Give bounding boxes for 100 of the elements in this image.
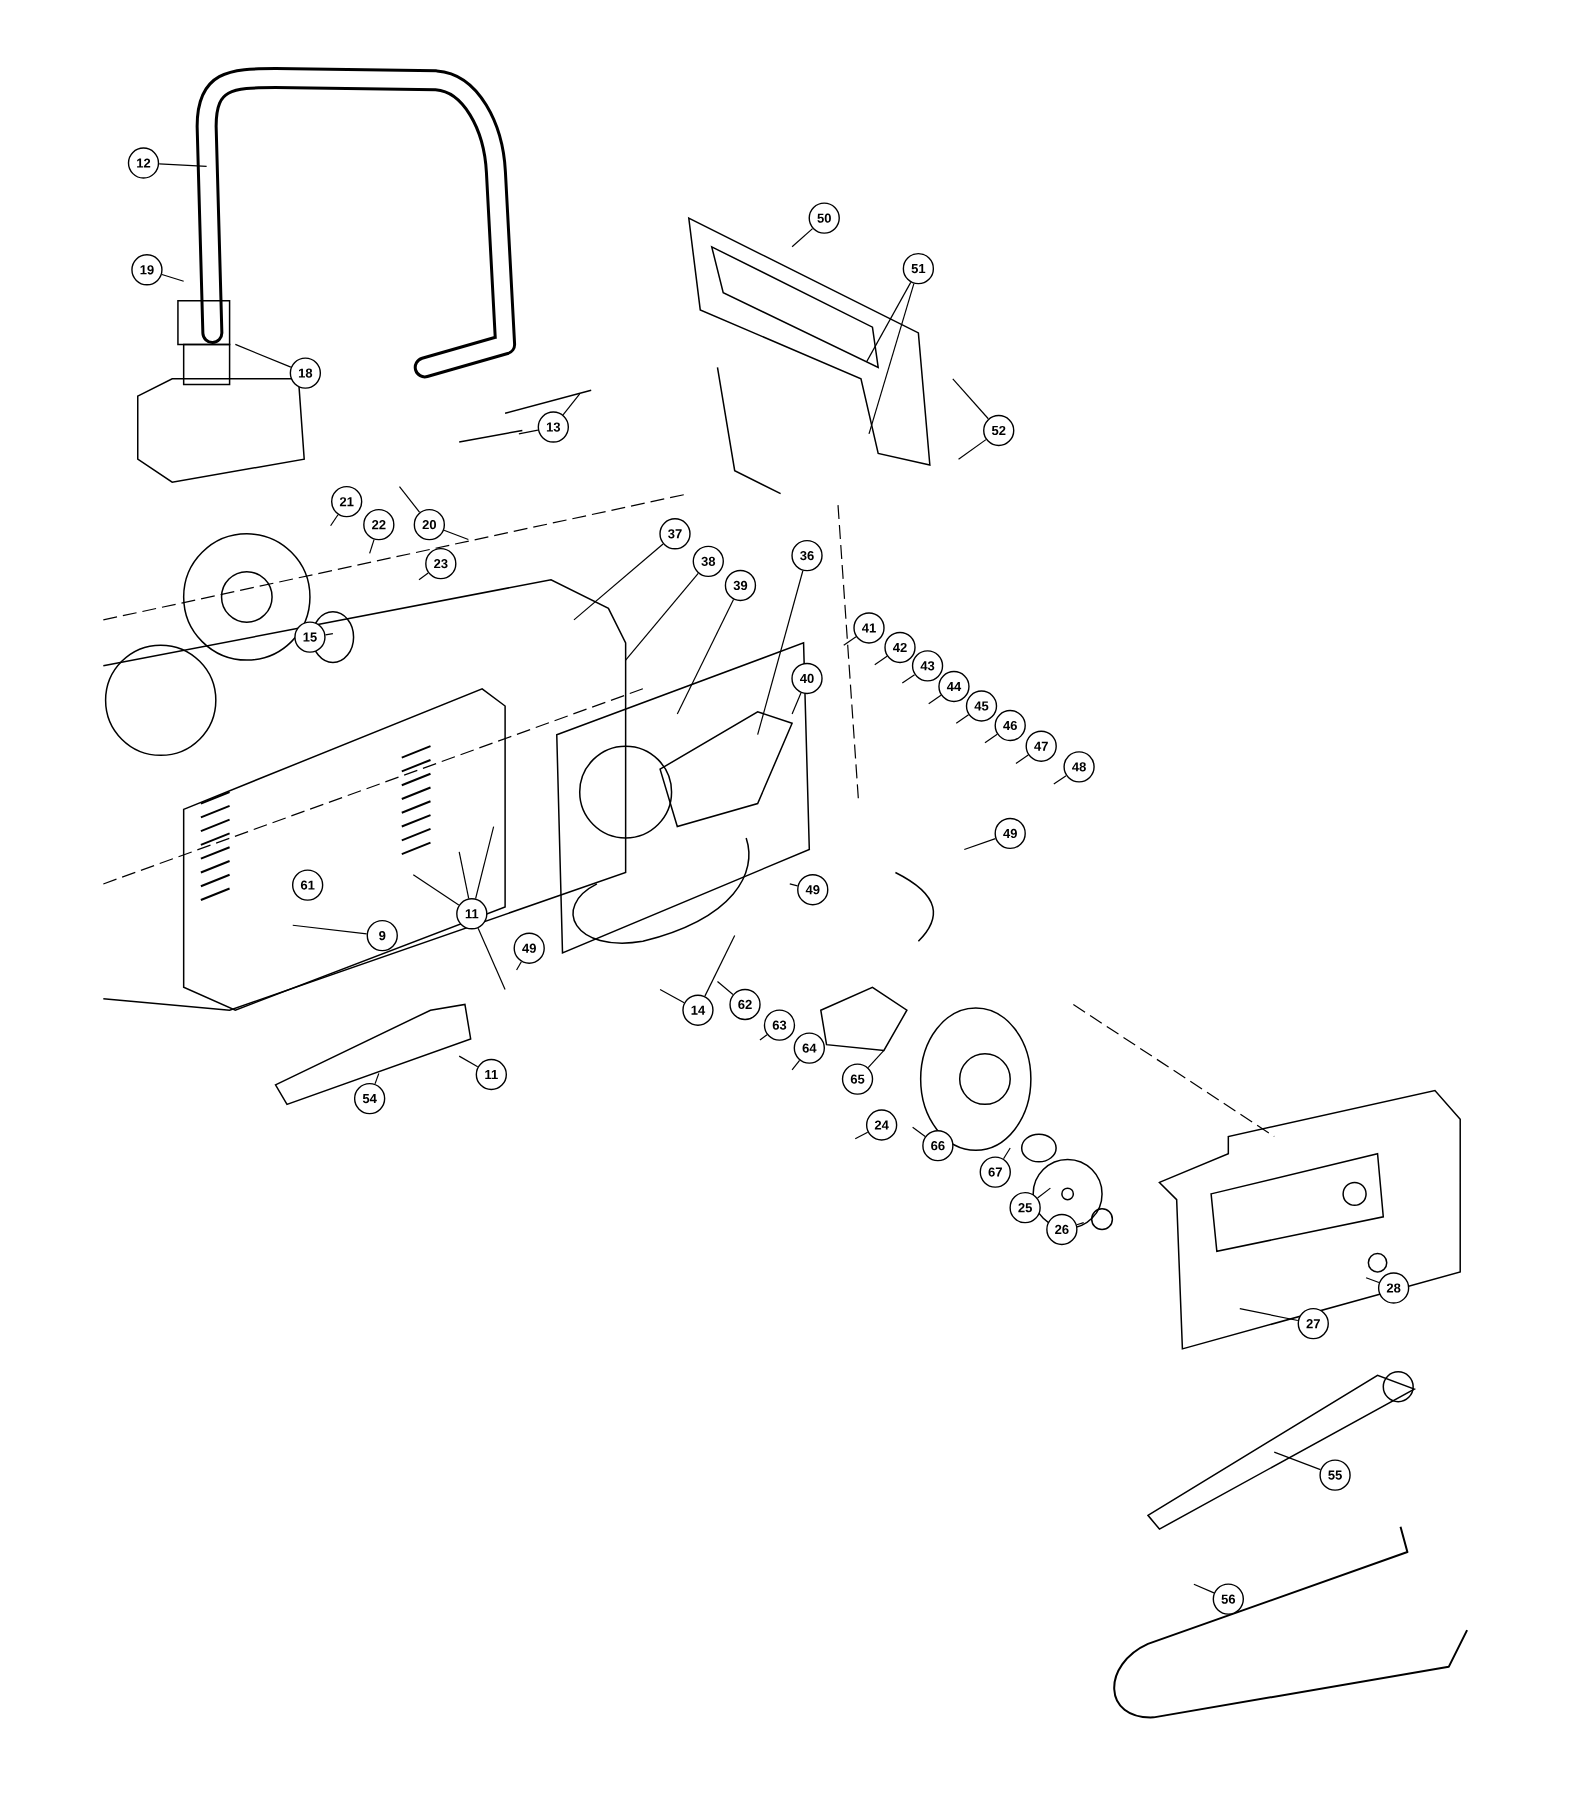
leader-line — [1036, 1187, 1051, 1199]
leader-line — [234, 343, 292, 368]
callout-number: 23 — [424, 547, 457, 580]
leader-line — [867, 1049, 885, 1069]
callout-number: 64 — [793, 1032, 825, 1064]
callout-number: 49 — [994, 817, 1026, 850]
leader-line — [1365, 1277, 1380, 1284]
leader-line — [474, 825, 494, 900]
callout-number: 66 — [921, 1130, 954, 1162]
leader-line — [955, 714, 969, 724]
leader-line — [515, 961, 522, 971]
leader-line — [759, 1034, 768, 1041]
callout-number: 38 — [692, 545, 724, 578]
leader-line — [1193, 1583, 1215, 1594]
leader-line — [791, 692, 802, 715]
leader-line — [716, 980, 734, 996]
callout-number: 28 — [1377, 1272, 1410, 1304]
callout-number: 55 — [1319, 1459, 1351, 1491]
callout-number: 13 — [537, 411, 569, 443]
callout-number: 18 — [289, 357, 321, 389]
callout-number: 42 — [884, 631, 916, 664]
leader-line — [477, 927, 506, 991]
leader-line — [1053, 775, 1067, 785]
callout-number: 41 — [853, 612, 885, 644]
leader-line — [791, 228, 813, 248]
leader-line — [756, 570, 804, 736]
callout-number: 56 — [1212, 1583, 1244, 1615]
leader-line — [418, 572, 429, 581]
callout-number: 65 — [841, 1063, 873, 1095]
callout-number: 22 — [362, 508, 395, 541]
leader-line — [458, 1055, 479, 1068]
leader-line — [842, 636, 857, 646]
leader-line — [1076, 1222, 1085, 1226]
callout-number: 62 — [729, 988, 761, 1021]
leader-line — [791, 1059, 800, 1071]
callout-number: 52 — [982, 414, 1015, 447]
callout-number: 51 — [902, 252, 934, 285]
leader-line — [1238, 1308, 1299, 1322]
callout-number: 39 — [724, 569, 756, 602]
callout-number: 26 — [1045, 1213, 1078, 1246]
leader-line — [458, 851, 470, 899]
leader-line — [562, 393, 581, 416]
leader-line — [951, 378, 989, 420]
leader-line — [963, 838, 996, 851]
leader-line — [927, 694, 942, 705]
callout-number: 9 — [366, 919, 398, 952]
callout-number: 14 — [682, 994, 714, 1026]
leader-line — [984, 733, 998, 744]
callout-number: 27 — [1297, 1307, 1329, 1340]
callout-number: 19 — [131, 254, 163, 286]
leader-line — [911, 1126, 926, 1138]
leader-line — [901, 674, 915, 684]
callout-number: 20 — [413, 508, 445, 541]
callout-number: 50 — [808, 202, 840, 234]
callout-number: 67 — [979, 1156, 1011, 1188]
leader-line — [158, 163, 207, 168]
callout-number: 49 — [513, 932, 545, 964]
callout-number: 43 — [911, 650, 943, 682]
leader-line — [1273, 1451, 1321, 1471]
leader-line — [573, 543, 664, 621]
leader-line — [291, 924, 368, 935]
leader-line — [518, 429, 539, 435]
leader-line — [868, 283, 915, 435]
leader-line — [443, 529, 469, 541]
leader-line — [854, 1131, 869, 1140]
leader-line — [1015, 754, 1029, 764]
callout-number: 44 — [938, 670, 970, 703]
leader-line — [865, 281, 912, 363]
leader-line — [659, 988, 685, 1004]
callout-number: 37 — [659, 518, 691, 550]
leader-line — [788, 883, 798, 887]
callout-number: 47 — [1025, 730, 1057, 762]
callout-number: 63 — [763, 1009, 795, 1041]
callout-number: 12 — [127, 147, 159, 179]
callout-number: 11 — [475, 1058, 507, 1091]
callout-number: 11 — [455, 898, 488, 930]
leader-line — [676, 598, 734, 715]
callout-number: 25 — [1009, 1191, 1041, 1224]
leader-line — [398, 486, 420, 513]
leader-line — [957, 439, 987, 460]
leader-line — [624, 572, 699, 661]
leader-line — [329, 514, 339, 527]
callout-number: 15 — [294, 621, 326, 653]
callout-number: 48 — [1063, 751, 1095, 783]
leader-line — [873, 655, 888, 666]
callout-number: 45 — [965, 690, 997, 722]
leader-line — [374, 1072, 380, 1085]
leader-line — [412, 874, 460, 906]
leader-line — [1002, 1147, 1011, 1160]
leader-line — [704, 935, 736, 997]
callout-number: 54 — [353, 1082, 386, 1115]
callout-number: 46 — [994, 709, 1026, 742]
leader-line — [368, 539, 375, 554]
callout-number: 61 — [291, 869, 324, 901]
leader-line — [324, 633, 334, 636]
callout-number: 24 — [865, 1109, 898, 1141]
callout-number: 36 — [791, 539, 823, 572]
leader-line — [161, 273, 185, 282]
callout-number: 21 — [330, 485, 363, 518]
callout-number: 49 — [796, 874, 829, 906]
